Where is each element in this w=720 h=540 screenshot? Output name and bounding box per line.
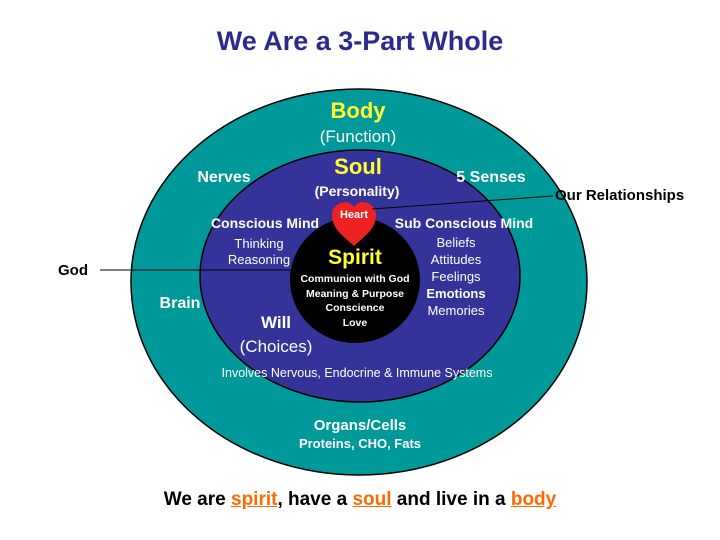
spirit-item: Communion with God	[300, 273, 410, 285]
spirit-item: Love	[342, 317, 368, 329]
nerves-label: Nerves	[197, 169, 251, 186]
footer-statement: We are spirit, have a soul and live in a…	[0, 489, 720, 511]
subconscious-item: Emotions	[426, 286, 486, 301]
subconscious-item: Attitudes	[430, 252, 482, 267]
spirit-item: Conscience	[325, 302, 385, 314]
soul-personality: (Personality)	[314, 183, 400, 199]
subconscious-item: Feelings	[431, 269, 481, 284]
spirit-heading: Spirit	[328, 246, 382, 269]
subconscious-item: Memories	[427, 303, 485, 318]
organs-detail: Proteins, CHO, Fats	[298, 436, 422, 451]
soul-highlight: soul	[352, 489, 392, 510]
choices-label: (Choices)	[239, 337, 313, 356]
footer-text: and live in a	[391, 489, 511, 510]
brain-label: Brain	[159, 295, 201, 312]
page-title: We Are a 3-Part Whole	[216, 26, 504, 56]
senses-label: 5 Senses	[456, 169, 526, 186]
conscious-item: Reasoning	[227, 252, 291, 267]
soul-heading: Soul	[334, 154, 382, 179]
body-function: (Function)	[319, 127, 397, 146]
body-heading: Body	[330, 98, 386, 123]
organs-label: Organs/Cells	[313, 417, 407, 434]
footer-text: We are	[163, 489, 231, 510]
spirit-item: Meaning & Purpose	[305, 288, 404, 300]
conscious-mind-label: Conscious Mind	[210, 215, 320, 231]
heart-label: Heart	[339, 209, 369, 221]
body-highlight: body	[510, 489, 557, 510]
systems-label: Involves Nervous, Endocrine & Immune Sys…	[221, 366, 493, 380]
footer-text: , have a	[277, 489, 353, 510]
subconscious-item: Beliefs	[436, 235, 476, 250]
spirit-highlight: spirit	[231, 489, 278, 510]
will-label: Will	[260, 313, 292, 332]
subconscious-mind-label: Sub Conscious Mind	[394, 215, 534, 231]
conscious-item: Thinking	[234, 236, 284, 251]
god-callout: God	[58, 262, 88, 279]
heart-icon	[332, 202, 376, 246]
spirit-circle	[290, 217, 420, 343]
relationships-pointer	[371, 195, 554, 210]
relationships-callout: Our Relationships	[555, 187, 685, 204]
